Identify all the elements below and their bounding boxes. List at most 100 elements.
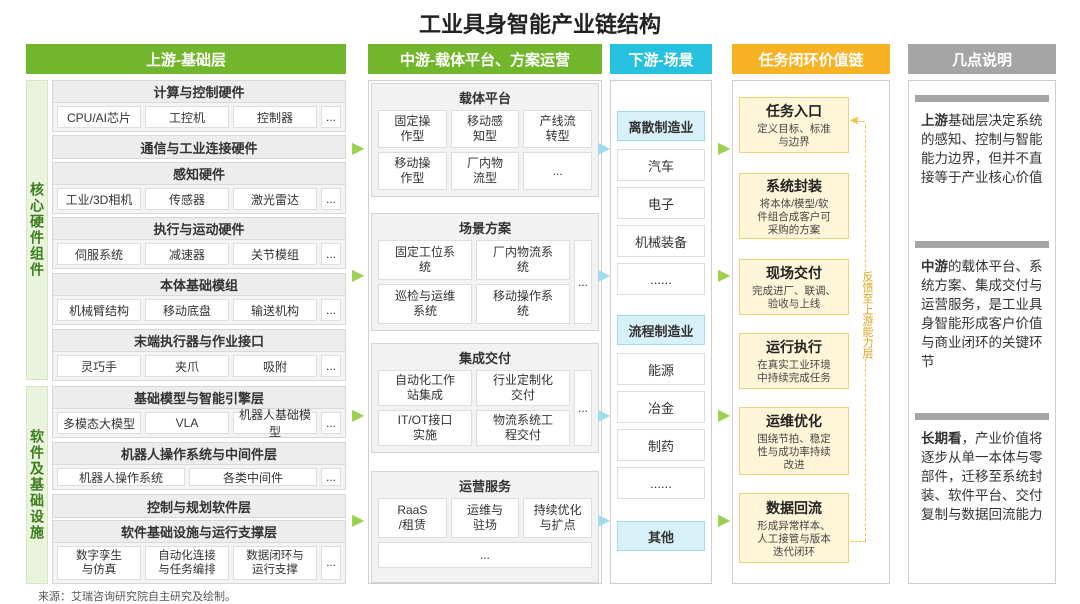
midstream-item: 固定工位系 统 [378, 240, 472, 280]
note-text: 中游的载体平台、系统方案、集成交付与运营服务，是工业具身智能形成客户价值与商业闭… [921, 257, 1045, 371]
discrete-manufacturing-head: 离散制造业 [617, 111, 705, 141]
upstream-item: 机械臂结构 [57, 299, 141, 321]
upstream-item: 数据闭环与 运行支撑 [233, 546, 317, 580]
upstream-group-title: 感知硬件 [53, 163, 345, 185]
midstream-item: 行业定制化 交付 [476, 370, 570, 406]
midstream-item: 自动化工作 站集成 [378, 370, 472, 406]
process-item: 制药 [617, 429, 705, 461]
loop-step-desc: 形成异常样本、 人工接管与版本 迭代闭环 [757, 519, 831, 558]
loop-step-desc: 围绕节拍、稳定 性与成功率持续 改进 [757, 432, 831, 471]
other-head: 其他 [617, 521, 705, 551]
more-item: ... [523, 152, 592, 190]
upstream-item: 移动底盘 [145, 299, 229, 321]
midstream-group-title: 集成交付 [458, 350, 511, 366]
upstream-group-title: 通信与工业连接硬件 [53, 136, 345, 158]
upstream-item: 吸附 [233, 355, 317, 377]
midstream-group: 载体平台固定操 作型移动感 知型产线流 转型移动操 作型厂内物 流型... [371, 83, 599, 197]
flow-arrow-icon: ▶ [718, 267, 731, 284]
loop-step-title: 系统封装 [766, 177, 822, 194]
midstream-group-title: 载体平台 [458, 90, 511, 106]
midstream-item: 移动操作系 统 [476, 284, 570, 324]
process-item: ...... [617, 467, 705, 499]
upstream-items-row: 工业/3D相机传感器激光雷达... [53, 185, 345, 213]
loop-step-desc: 在真实工业环境 中持续完成任务 [757, 359, 831, 384]
more-item: ... [321, 299, 341, 321]
midstream-item: 运维与 驻场 [450, 498, 520, 538]
loop-step-desc: 将本体/模型/软 件组合成客户可 采购的方案 [757, 197, 831, 236]
upstream-group: 执行与运动硬件伺服系统减速器关节模组... [52, 217, 346, 269]
midstream-item: 厂内物 流型 [450, 152, 520, 190]
upstream-group: 感知硬件工业/3D相机传感器激光雷达... [52, 162, 346, 214]
midstream-item: 持续优化 与扩点 [523, 498, 592, 538]
upstream-item: 减速器 [145, 243, 229, 265]
flow-arrow-icon: ▶ [598, 407, 611, 424]
upstream-group-title: 本体基础模组 [53, 274, 345, 296]
upstream-group: 通信与工业连接硬件 [52, 135, 346, 159]
upstream-item: VLA [145, 412, 229, 434]
upstream-item: 激光雷达 [233, 188, 317, 210]
upstream-group-title: 基础模型与智能引擎层 [53, 387, 345, 409]
note-keyword: 中游 [921, 259, 948, 274]
note-body: 基础层决定系统的感知、控制与智能能力边界，但并不直接等于产业核心价值 [921, 113, 1043, 185]
upstream-group: 软件基础设施与运行支撑层数字孪生 与仿真自动化连接 与任务编排数据闭环与 运行支… [52, 520, 346, 584]
feedback-arrow-icon: ◀ [850, 115, 858, 126]
midstream-item: 产线流 转型 [523, 110, 592, 148]
midstream-item: 固定操 作型 [378, 110, 447, 148]
loop-step-title: 任务入口 [766, 103, 822, 119]
feedback-line-bottom [851, 541, 866, 542]
upstream-item: 传感器 [145, 188, 229, 210]
upstream-item: 各类中间件 [189, 468, 317, 486]
upstream-items-row: 数字孪生 与仿真自动化连接 与任务编排数据闭环与 运行支撑... [53, 543, 345, 583]
midstream-grid: 固定操 作型移动感 知型产线流 转型移动操 作型厂内物 流型... [372, 110, 598, 196]
more-item: ... [321, 546, 341, 580]
loop-step: 系统封装将本体/模型/软 件组合成客户可 采购的方案 [739, 173, 849, 239]
notes-column: 上游基础层决定系统的感知、控制与智能能力边界，但并不直接等于产业核心价值中游的载… [908, 80, 1056, 584]
flow-arrow-icon: ▶ [352, 140, 365, 157]
note-bar [915, 241, 1049, 248]
midstream-group-title: 运营服务 [458, 478, 511, 494]
page-title: 工业具身智能产业链结构 [418, 12, 661, 37]
more-item: ... [321, 468, 341, 486]
upstream-group-title: 计算与控制硬件 [53, 81, 345, 103]
feedback-label: 反馈至上游能力层 [859, 271, 873, 359]
upstream-group-title: 执行与运动硬件 [53, 218, 345, 240]
upstream-group-title: 机器人操作系统与中间件层 [53, 443, 345, 465]
midstream-item: RaaS /租赁 [378, 498, 447, 538]
process-item: 能源 [617, 353, 705, 385]
flow-arrow-icon: ▶ [718, 512, 731, 529]
flow-arrow-icon: ▶ [352, 512, 365, 529]
upstream-item: CPU/AI芯片 [57, 106, 141, 128]
midstream-item: 厂内物流系 统 [476, 240, 570, 280]
midstream-grid-wrap: 固定工位系 统厂内物流系 统巡检与运维 系统移动操作系 统... [372, 240, 598, 330]
downstream-header: 下游-场景 [610, 44, 712, 74]
loop-step-title: 运行执行 [766, 339, 822, 355]
upstream-group-title: 软件基础设施与运行支撑层 [53, 521, 345, 543]
discrete-item: ...... [617, 263, 705, 295]
more-item: ... [378, 542, 592, 568]
upstream-group: 本体基础模组机械臂结构移动底盘输送机构... [52, 273, 346, 325]
upstream-items-row: 伺服系统减速器关节模组... [53, 240, 345, 268]
loop-step-desc: 完成进厂、联调、 验收与上线 [752, 285, 836, 310]
upstream-items-row: CPU/AI芯片工控机控制器... [53, 103, 345, 131]
upstream-item: 数字孪生 与仿真 [57, 546, 141, 580]
midstream-item: IT/OT接口 实施 [378, 410, 472, 446]
note-bar [915, 413, 1049, 420]
midstream-group: 运营服务 RaaS /租赁运维与 驻场持续优化 与扩点... [371, 471, 599, 583]
loop-step: 运行执行在真实工业环境 中持续完成任务 [739, 333, 849, 389]
upstream-group-title: 末端执行器与作业接口 [53, 330, 345, 352]
upstream-item: 控制器 [233, 106, 317, 128]
upstream-item: 工控机 [145, 106, 229, 128]
more-item: ... [574, 370, 592, 446]
more-item: ... [574, 240, 592, 324]
loop-step: 数据回流形成异常样本、 人工接管与版本 迭代闭环 [739, 493, 849, 563]
upstream-item: 输送机构 [233, 299, 317, 321]
flow-arrow-icon: ▶ [718, 140, 731, 157]
upstream-items-row: 机器人操作系统各类中间件... [53, 465, 345, 489]
software-infra-label: 软件及基础设施 [26, 386, 48, 584]
midstream-header: 中游-载体平台、方案运营 [368, 44, 602, 74]
source-note: 来源：艾瑞咨询研究院自主研究及绘制。 [38, 591, 236, 603]
